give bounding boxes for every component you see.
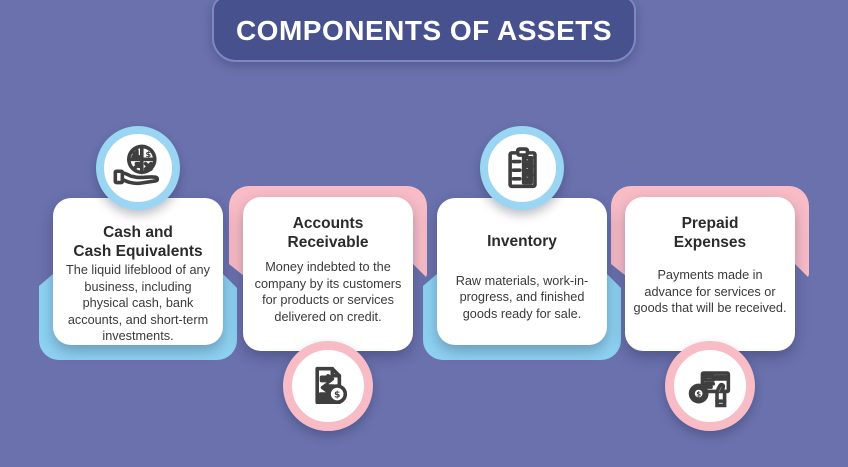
card-description: Raw materials, work-in-progress, and fin…: [455, 273, 589, 321]
icon-badge: $: [283, 341, 373, 431]
card-body: Cash and Cash Equivalents The liquid lif…: [53, 198, 223, 345]
title-banner: COMPONENTS OF ASSETS: [212, 0, 636, 62]
card-body: Accounts Receivable Money indebted to th…: [243, 197, 413, 351]
payment-terminal-dollar-icon: $: [683, 359, 737, 413]
svg-text:$: $: [334, 389, 340, 400]
card-heading: Prepaid Expenses: [673, 214, 747, 251]
asset-card-prepaid-expenses: Prepaid Expenses Payments made in advanc…: [625, 0, 795, 467]
card-body: Prepaid Expenses Payments made in advanc…: [625, 197, 795, 351]
svg-text:$: $: [145, 149, 151, 159]
invoice-exchange-dollar-icon: $: [301, 359, 355, 413]
asset-card-inventory: Inventory Raw materials, work-in-progres…: [437, 0, 607, 467]
asset-card-accounts-receivable: Accounts Receivable Money indebted to th…: [243, 0, 413, 467]
card-body: Inventory Raw materials, work-in-progres…: [437, 198, 607, 345]
icon-badge: $: [96, 126, 180, 210]
card-description: Payments made in advance for services or…: [633, 268, 787, 316]
icon-badge: $: [665, 341, 755, 431]
checklist-clipboard-icon: [495, 141, 549, 195]
card-description: Money indebted to the company by its cus…: [254, 260, 402, 324]
card-heading: Accounts Receivable: [287, 214, 369, 251]
card-heading: Cash and Cash Equivalents: [73, 223, 203, 260]
page-title: COMPONENTS OF ASSETS: [235, 15, 613, 46]
svg-text:$: $: [696, 389, 701, 398]
card-description: The liquid lifeblood of any business, in…: [66, 263, 210, 343]
asset-card-cash: Cash and Cash Equivalents The liquid lif…: [53, 0, 223, 467]
hand-holding-finance-chart-icon: $: [111, 141, 165, 195]
card-heading: Inventory: [487, 233, 557, 251]
icon-badge: [480, 126, 564, 210]
